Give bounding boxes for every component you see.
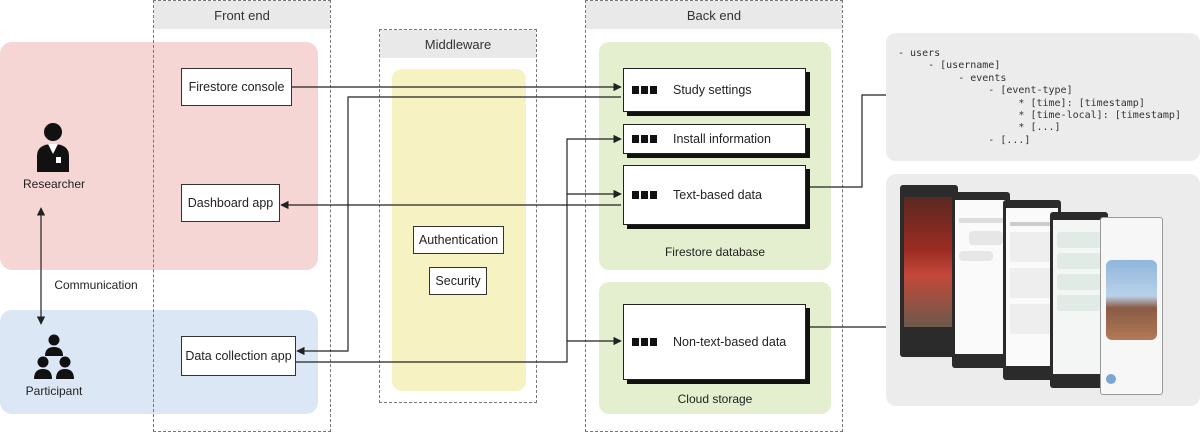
install-information-box: Install information xyxy=(623,124,806,154)
collection-to-backend-line xyxy=(296,134,622,363)
data-square-icon xyxy=(632,135,657,143)
phone-screenshot xyxy=(952,192,1010,368)
participant-group-icon xyxy=(34,334,74,379)
non-text-based-data-label: Non-text-based data xyxy=(673,335,787,349)
data-collection-app-box: Data collection app xyxy=(181,336,296,376)
data-square-icon xyxy=(632,86,657,94)
cloud-storage-label: Cloud storage xyxy=(677,392,753,406)
middleware-column xyxy=(379,29,537,403)
back-end-header: Back end xyxy=(586,1,842,29)
participant-label: Participant xyxy=(25,384,83,398)
dashboard-app-box: Dashboard app xyxy=(181,184,280,222)
security-box: Security xyxy=(429,267,487,295)
communication-label: Communication xyxy=(54,278,138,292)
settings-to-collection-line xyxy=(296,96,621,356)
data-square-icon xyxy=(632,338,657,346)
middleware-header: Middleware xyxy=(380,30,536,58)
firestore-database-label: Firestore database xyxy=(664,245,766,259)
text-based-data-box: Text-based data xyxy=(623,165,806,225)
researcher-label: Researcher xyxy=(22,177,86,191)
text-data-to-schema-line xyxy=(808,94,886,188)
study-settings-label: Study settings xyxy=(673,83,752,97)
non-text-based-data-box: Non-text-based data xyxy=(623,304,806,380)
phone-screenshot xyxy=(1100,217,1163,395)
install-information-label: Install information xyxy=(673,132,771,146)
researcher-icon xyxy=(37,123,69,172)
front-end-header: Front end xyxy=(154,1,330,29)
text-based-data-label: Text-based data xyxy=(673,188,762,202)
schema-panel xyxy=(886,33,1200,161)
data-square-icon xyxy=(632,191,657,199)
firestore-console-box: Firestore console xyxy=(181,68,292,106)
authentication-box: Authentication xyxy=(413,226,504,254)
study-settings-box: Study settings xyxy=(623,68,806,112)
phone-screenshot xyxy=(900,185,958,357)
phone-screenshot xyxy=(1050,212,1108,388)
firestore-schema: - users - [username] - events - [event-t… xyxy=(898,48,1181,146)
